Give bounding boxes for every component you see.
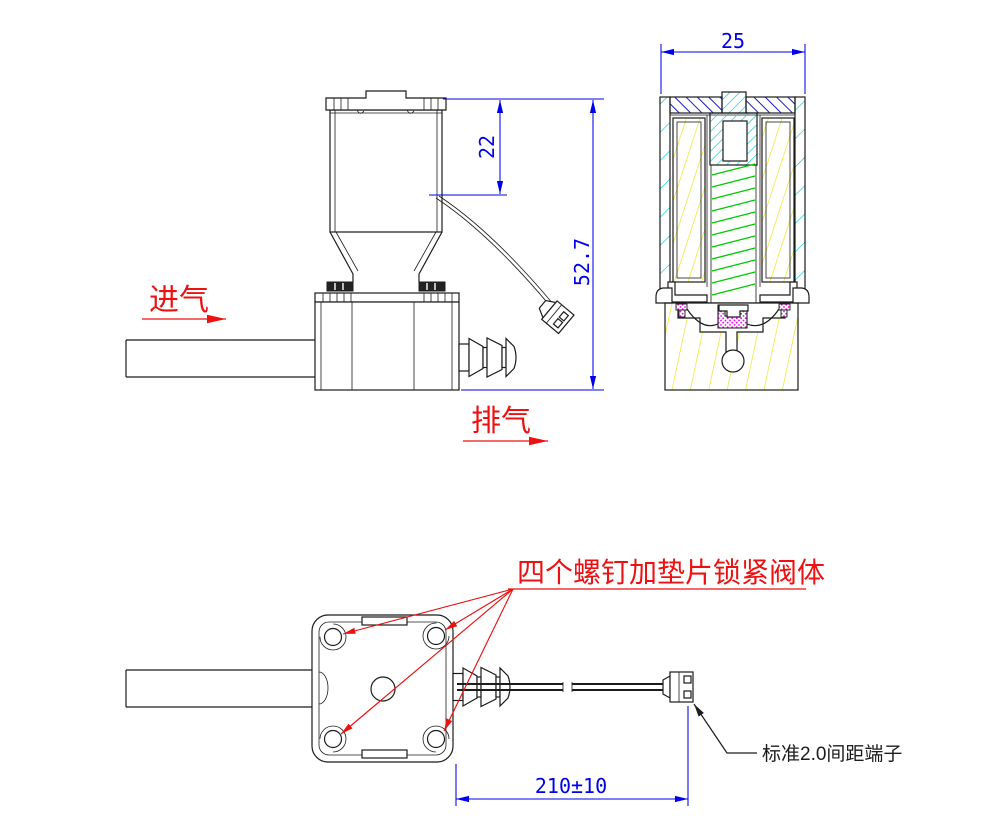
outlet-label: 排气 [471, 405, 531, 438]
core-tab-section [721, 91, 747, 114]
valve-body-panel-lines [320, 302, 453, 390]
screw-pockets [319, 622, 450, 753]
cap-section-left [669, 96, 723, 114]
screws-callout: 四个螺钉加垫片锁紧阀体 [340, 557, 825, 735]
bottom-view: 四个螺钉加垫片锁紧阀体 标准2.0间距端子 210±10 [125, 557, 902, 806]
valve-body-front [314, 301, 460, 391]
section-view: 25 [655, 29, 810, 391]
screw-bottom-left [323, 729, 343, 749]
cap-tick-lines [333, 98, 439, 110]
front-view [125, 90, 575, 391]
yoke-left [667, 281, 708, 303]
section-dimension-25: 25 [660, 29, 806, 94]
crimp-slits [334, 283, 436, 290]
leader-screw-tl [342, 588, 514, 635]
cap-hook-details [356, 109, 415, 114]
leader-screw-bl [340, 588, 514, 735]
screw-top-left [323, 627, 343, 647]
inlet-tube-bottom [125, 669, 312, 708]
front-dimensions: 22 52.7 进气 排气 [142, 98, 604, 446]
screw-bottom-right [426, 729, 446, 749]
dim-52-7-text: 52.7 [570, 238, 594, 286]
leader-screw-tr [444, 588, 514, 631]
leader-screw-br [443, 588, 514, 732]
connector-bottom [662, 671, 694, 703]
inlet-label: 进气 [149, 284, 209, 317]
plunger-foot [718, 304, 749, 318]
bobbin-left [676, 121, 702, 279]
flange-ticks [322, 293, 453, 302]
top-tab [361, 616, 408, 626]
barb-fitting-bottom [452, 666, 511, 708]
casing-wall-left [659, 96, 671, 294]
coil-housing-inner-lines [330, 110, 442, 232]
coil-winding-left [672, 117, 706, 283]
connector-front [538, 299, 575, 335]
terminal-leader [693, 703, 757, 754]
plunger-bore [722, 120, 748, 162]
flare-left [655, 287, 673, 304]
dim-25-text: 25 [721, 29, 745, 53]
extension-lines [429, 98, 604, 391]
coil-housing [329, 109, 443, 233]
solenoid-cap [325, 90, 447, 111]
cable-curve [435, 195, 555, 308]
coil-taper [329, 231, 443, 282]
bobbin-core-lines [706, 115, 761, 287]
cap-section-right [745, 96, 796, 114]
coil-winding-right [761, 117, 795, 283]
crimp-right [418, 281, 446, 292]
screws-callout-text: 四个螺钉加垫片锁紧阀体 [517, 557, 825, 588]
spring-guides [710, 165, 757, 305]
flare-right [792, 287, 810, 304]
cable-length-dimension: 210±10 [455, 706, 689, 806]
bottom-tab [361, 749, 408, 759]
inlet-tube-front [125, 339, 315, 378]
center-port [370, 676, 396, 702]
dim-210-text: 210±10 [535, 774, 607, 798]
port-channel-circle [721, 349, 745, 373]
bobbin-right [765, 121, 791, 279]
barb-fitting-front [458, 337, 517, 378]
side-notch [318, 671, 329, 705]
cable-wire [457, 682, 663, 692]
terminal-callout-text: 标准2.0间距端子 [762, 743, 902, 765]
spring-coils [711, 163, 756, 296]
crimp-left [326, 281, 354, 292]
screw-top-right [426, 626, 446, 646]
diaphragm-membrane [686, 308, 780, 327]
dim-22-text: 22 [475, 135, 499, 159]
casing-wall-right [794, 96, 806, 294]
yoke-right [759, 281, 798, 303]
wire-break-marks [562, 682, 573, 692]
terminal-callout: 标准2.0间距端子 [693, 703, 902, 765]
coil-taper-inner [335, 231, 437, 272]
